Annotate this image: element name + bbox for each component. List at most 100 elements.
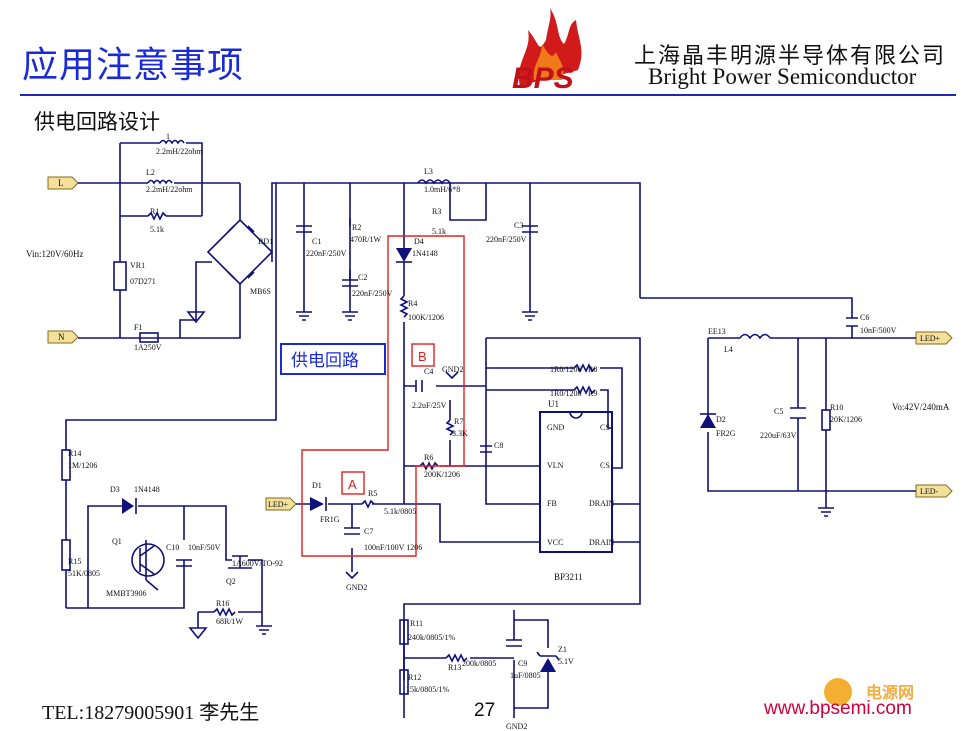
ic-ref: U1: [548, 399, 559, 409]
capacitor-c6: [846, 317, 858, 327]
svg-text:R13: R13: [448, 663, 461, 672]
svg-text:L4: L4: [724, 345, 733, 354]
header-divider: [20, 94, 956, 96]
svg-text:C4: C4: [424, 367, 433, 376]
svg-text:5.1k/0805: 5.1k/0805: [384, 507, 416, 516]
capacitor-c8: [480, 445, 492, 453]
logo-text: BPS: [512, 62, 574, 95]
svg-text:10nF/50V: 10nF/50V: [188, 543, 221, 552]
svg-text:200k/0805: 200k/0805: [462, 659, 496, 668]
svg-text:R7: R7: [454, 417, 463, 426]
supply-loop-label: 供电回路: [291, 351, 359, 371]
capacitor-c7: [344, 527, 360, 535]
svg-text:3.3K: 3.3K: [452, 429, 468, 438]
company-name-cn: 上海晶丰明源半导体有限公司: [634, 44, 947, 69]
inductor-4: [739, 333, 771, 340]
svg-text:D1: D1: [312, 481, 322, 490]
fuse-f1: [139, 332, 159, 343]
contact-info: TEL:18279005901 李先生: [42, 702, 260, 724]
resistor-r14: [61, 449, 71, 481]
svg-text:Q1: Q1: [112, 537, 122, 546]
svg-text:07D271: 07D271: [130, 277, 156, 286]
inductor-2: [147, 179, 173, 185]
svg-text:GND2: GND2: [506, 722, 527, 731]
svg-text:C10: C10: [166, 543, 179, 552]
terminal-led-plus: LED+: [915, 331, 953, 345]
svg-text:470R/1W: 470R/1W: [350, 235, 382, 244]
capacitor-c5: [790, 407, 806, 419]
capacitor-c10: [176, 559, 192, 567]
capacitor-c3: [522, 225, 538, 233]
svg-text:LED-: LED-: [920, 487, 939, 496]
svg-text:200K/1206: 200K/1206: [424, 470, 460, 479]
svg-text:R1: R1: [150, 207, 159, 216]
svg-text:220nF/250V: 220nF/250V: [486, 235, 527, 244]
svg-text:R2: R2: [352, 223, 361, 232]
resistor-r6: [419, 461, 439, 471]
website-link[interactable]: www.bpsemi.com: [764, 698, 912, 719]
svg-text:100K/1206: 100K/1206: [408, 313, 444, 322]
svg-text:EE13: EE13: [708, 327, 726, 336]
ic-pin-drain-1: DRAIN: [589, 499, 615, 508]
svg-text:MB6S: MB6S: [250, 287, 271, 296]
svg-text:R12: R12: [408, 673, 421, 682]
resistor-r10: [821, 409, 831, 431]
svg-text:220nF/250V: 220nF/250V: [352, 289, 393, 298]
svg-text:GND2: GND2: [442, 365, 463, 374]
svg-text:C2: C2: [358, 273, 367, 282]
svg-text:1N4148: 1N4148: [134, 485, 160, 494]
marker-b-box: [411, 343, 435, 367]
output-wiring: [66, 297, 916, 718]
svg-text:L: L: [58, 178, 64, 188]
diode-d3: [122, 498, 137, 514]
svg-text:C8: C8: [494, 441, 503, 450]
svg-text:10nF/500V: 10nF/500V: [860, 326, 897, 335]
svg-text:20K/1206: 20K/1206: [830, 415, 862, 424]
svg-text:R5: R5: [368, 489, 377, 498]
svg-text:F1: F1: [134, 323, 142, 332]
ic-pin-vln: VLN: [547, 461, 564, 470]
capacitor-c4: [415, 380, 423, 392]
bridge-rectifier-bd1: [206, 218, 274, 286]
ic-pin-drain-2: DRAIN: [589, 538, 615, 547]
svg-text:220nF/250V: 220nF/250V: [306, 249, 347, 258]
svg-text:R15: R15: [68, 557, 81, 566]
component-labels: 1 2.2mH/22ohm L2 2.2mH/22ohm R1 5.1k VR1…: [68, 132, 897, 731]
bps-logo: BPS: [512, 8, 582, 95]
svg-text:5.1k: 5.1k: [150, 225, 164, 234]
svg-text:2.2mH/22ohm: 2.2mH/22ohm: [146, 185, 193, 194]
svg-text:D4: D4: [414, 237, 424, 246]
svg-text:L3: L3: [424, 167, 433, 176]
svg-text:FR1G: FR1G: [320, 515, 340, 524]
diode-d1: [310, 497, 327, 511]
input-wiring: [65, 142, 641, 608]
svg-text:1.0mH/6*8: 1.0mH/6*8: [424, 185, 460, 194]
ic-pin-cs-2: CS: [600, 461, 610, 470]
ground-gnd2-c4: [445, 371, 459, 380]
svg-text:C7: C7: [364, 527, 373, 536]
svg-text:R9: R9: [588, 389, 597, 398]
ground-gnd2-c7: [345, 571, 359, 580]
ic-pin-cs-1: CS: [600, 423, 610, 432]
capacitor-c1: [296, 225, 312, 233]
svg-text:R11: R11: [410, 619, 423, 628]
svg-text:R8: R8: [588, 365, 597, 374]
terminal-led-minus: LED-: [915, 484, 953, 498]
svg-text:C5: C5: [774, 407, 783, 416]
svg-text:1A600V/TO-92: 1A600V/TO-92: [232, 559, 283, 568]
resistor-r15: [61, 539, 71, 571]
svg-text:1N4148: 1N4148: [412, 249, 438, 258]
svg-text:R16: R16: [216, 599, 229, 608]
resistor-r9: [573, 385, 596, 395]
marker-a-box: [341, 471, 365, 495]
svg-text:1M/1206: 1M/1206: [68, 461, 97, 470]
resistor-r11: [399, 619, 409, 645]
diode-d2: [700, 413, 716, 428]
diode-d4: [396, 248, 412, 263]
svg-text:Z1: Z1: [558, 645, 567, 654]
svg-text:GND2: GND2: [346, 583, 367, 592]
svg-text:D2: D2: [716, 415, 726, 424]
svg-text:R4: R4: [408, 299, 417, 308]
svg-text:15k/0805/1%: 15k/0805/1%: [406, 685, 449, 694]
